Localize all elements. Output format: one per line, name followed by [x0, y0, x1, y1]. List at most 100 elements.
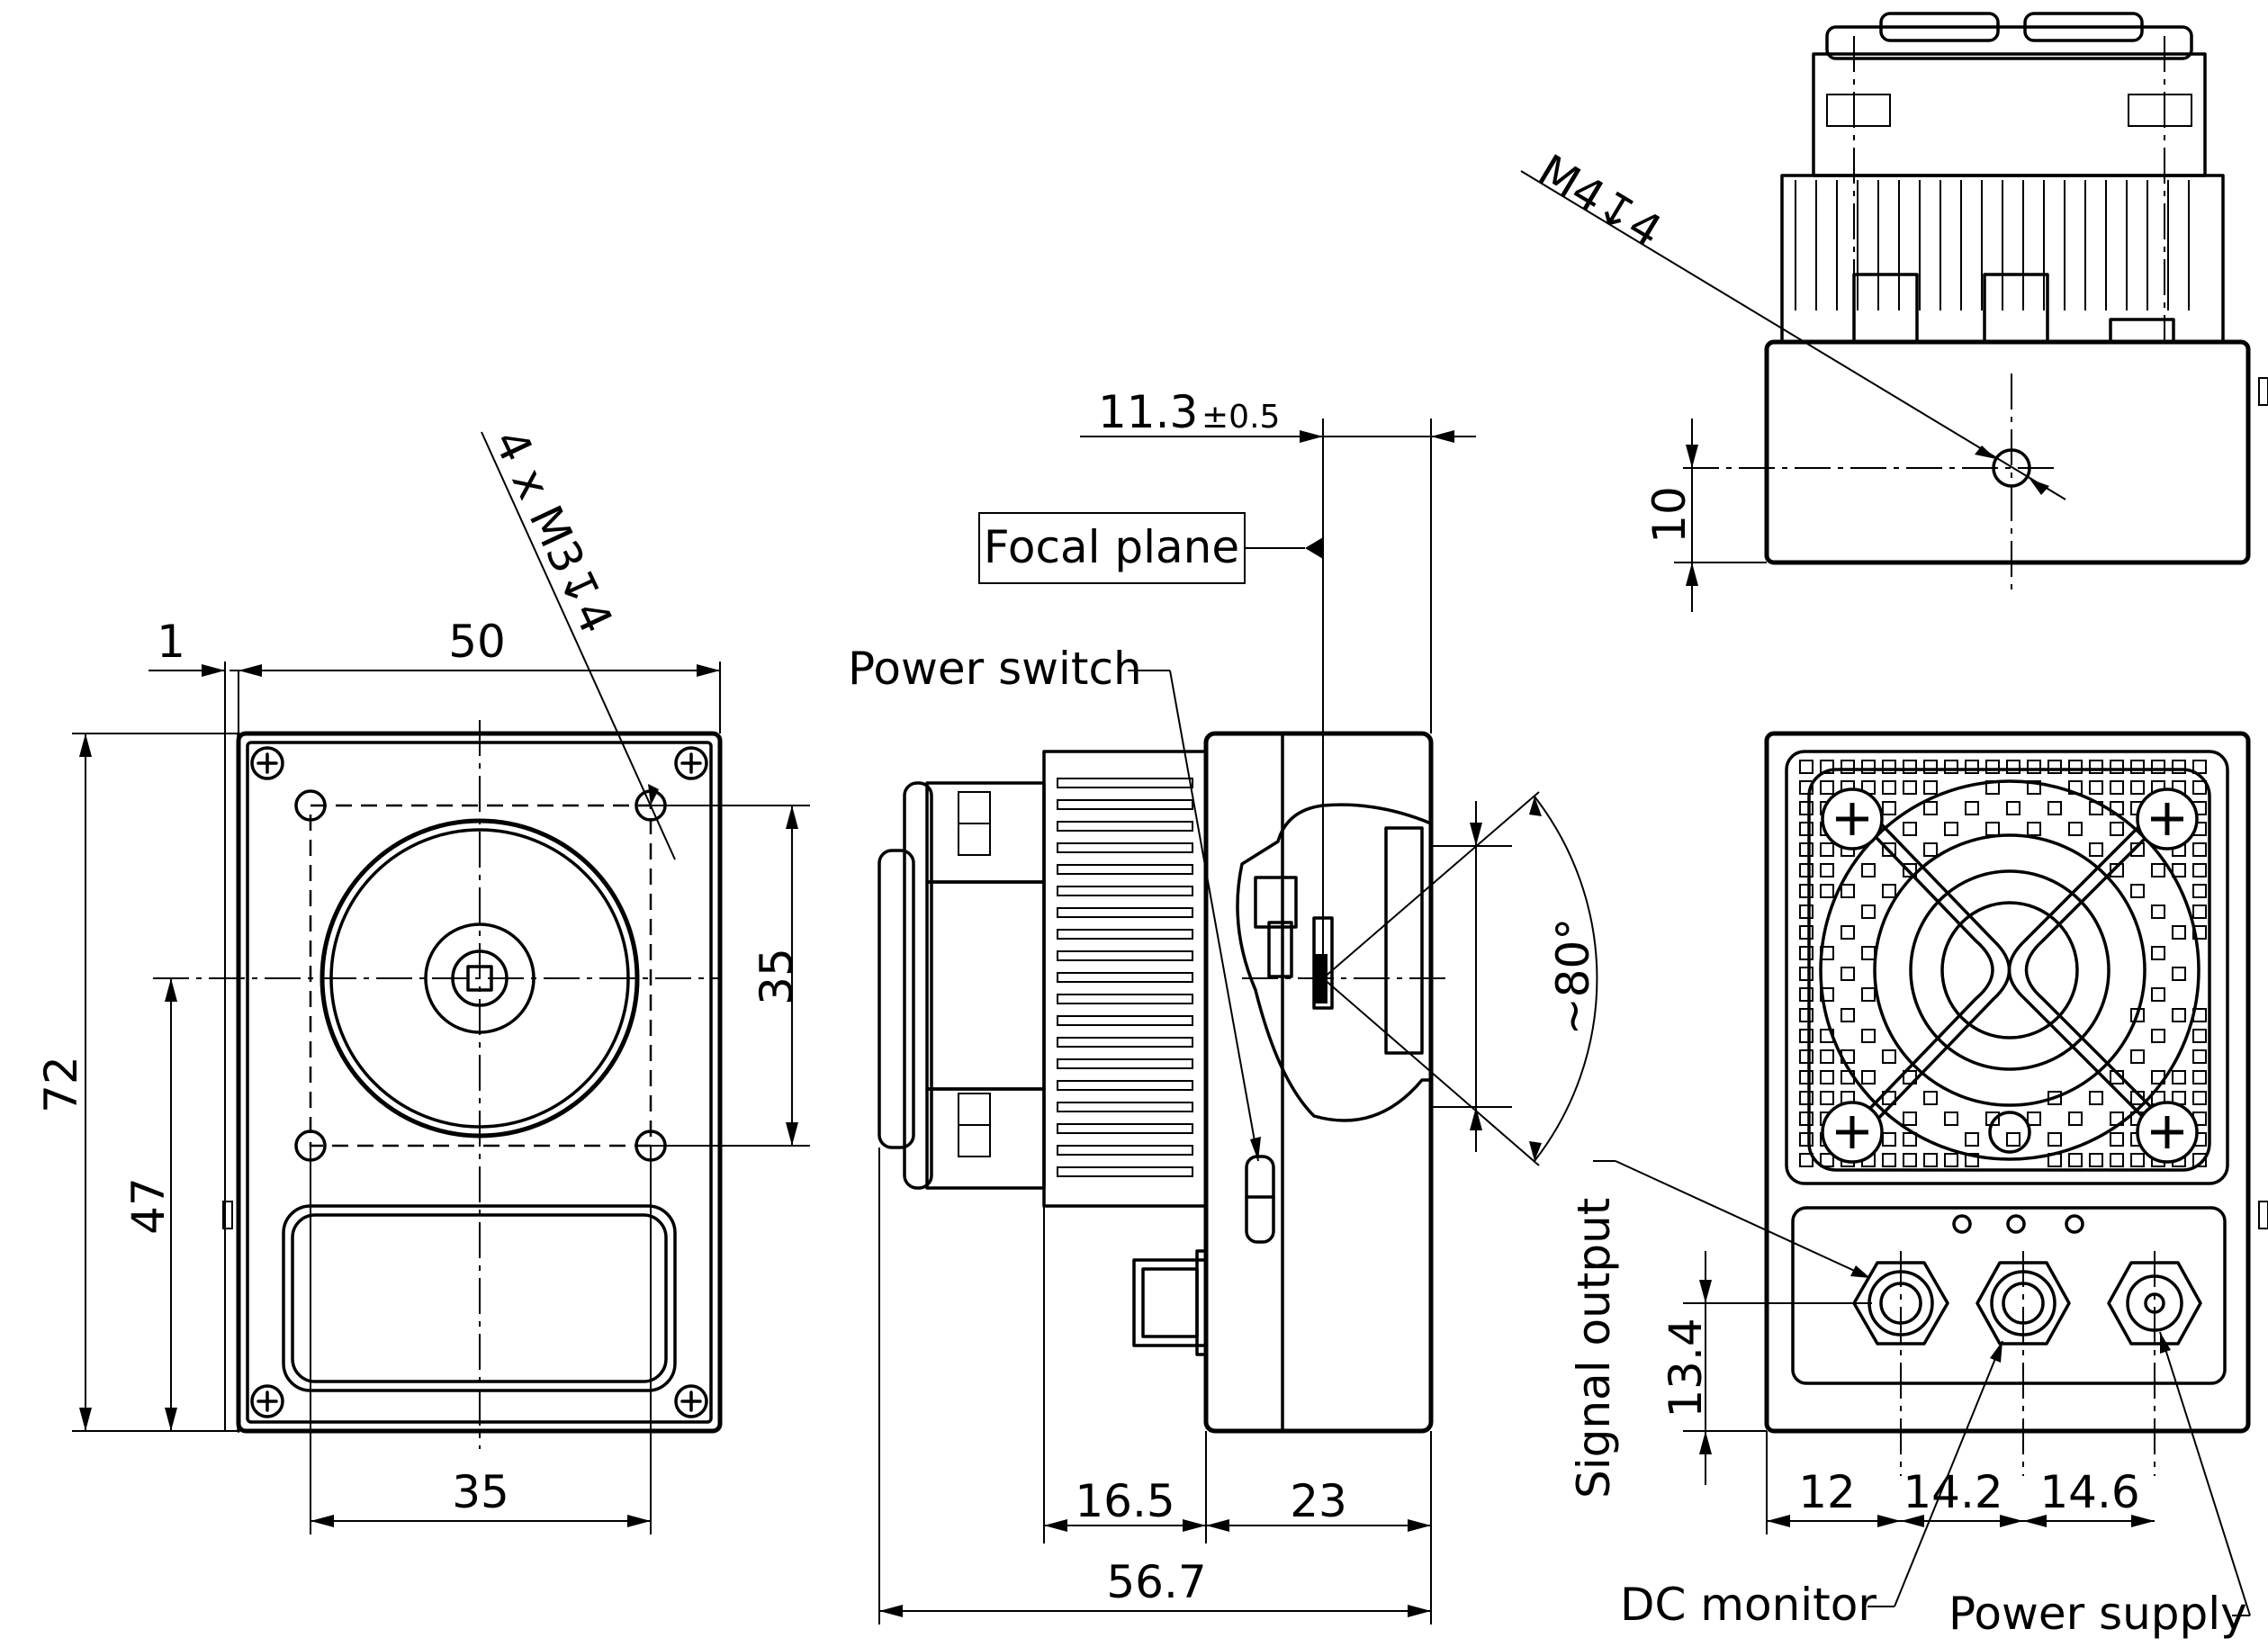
- fin-line: [1057, 1080, 1193, 1091]
- vent-cell: [1882, 1091, 1896, 1105]
- vent-cell: [2027, 760, 2041, 774]
- vent-cell: [2068, 822, 2083, 836]
- vent-cell: [2192, 780, 2207, 795]
- dim-front-width: 50: [448, 616, 506, 668]
- vent-cell: [1944, 1153, 1958, 1167]
- dim-focal-tolerance: ±0.5: [1202, 399, 1280, 436]
- vent-cell: [1965, 1132, 1979, 1147]
- vent-cell: [2110, 780, 2124, 795]
- side-view: [878, 731, 1449, 1434]
- fin-line: [1057, 994, 1193, 1004]
- dim-focal-offset: 11.3: [1098, 386, 1198, 438]
- vent-cell: [1903, 760, 1917, 774]
- vent-cell: [1923, 760, 1938, 774]
- vent-cell: [2006, 760, 2020, 774]
- vent-cell: [1882, 842, 1896, 857]
- signal-output-label: Signal output: [1568, 1198, 1620, 1498]
- top-hole-callout: M4↧4: [1529, 145, 1670, 258]
- front-view: [153, 720, 723, 1449]
- vent-cell: [1799, 1049, 1814, 1064]
- power-switch-label: Power switch: [848, 643, 1142, 695]
- vent-cell: [2027, 822, 2041, 836]
- vent-cell: [1799, 1153, 1814, 1167]
- vent-cell: [1903, 1132, 1917, 1147]
- vent-cell: [2151, 904, 2165, 919]
- vent-cell: [1923, 842, 1938, 857]
- vent-cell: [1799, 946, 1814, 960]
- dc-monitor-label: DC monitor: [1620, 1579, 1876, 1631]
- dim-front-hole-pitch-h: 35: [452, 1466, 509, 1518]
- vent-cell: [2089, 780, 2103, 795]
- vent-cell: [2192, 904, 2207, 919]
- vent-cell: [2048, 801, 2062, 815]
- vent-cell: [1903, 1153, 1917, 1167]
- top-view: [1683, 12, 2268, 594]
- vent-cell: [2192, 884, 2207, 898]
- fin-line: [1057, 950, 1193, 961]
- vent-cell: [1799, 1029, 1814, 1043]
- vent-cell: [1820, 842, 1834, 857]
- fan-guard-icon: [1852, 813, 2171, 1127]
- rear-view: [1764, 731, 2268, 1476]
- vent-cell: [2151, 760, 2165, 774]
- vent-cell: [2048, 760, 2062, 774]
- vent-cell: [2192, 842, 2207, 857]
- vent-cell: [2068, 1112, 2083, 1126]
- vent-cell: [1799, 904, 1814, 919]
- vent-cell: [2089, 1153, 2103, 1167]
- vent-cell: [2048, 1132, 2062, 1147]
- vent-cell: [1799, 1070, 1814, 1084]
- vent-cell: [1944, 1112, 1958, 1126]
- vent-cell: [1799, 1008, 1814, 1022]
- vent-cell: [1820, 780, 1834, 795]
- vent-cell: [1799, 967, 1814, 981]
- fin-line: [1057, 907, 1193, 918]
- vent-cell: [1882, 760, 1896, 774]
- fin-line: [1057, 1037, 1193, 1048]
- focal-plane-label: Focal plane: [984, 521, 1239, 573]
- side-dimensions: 11.3 ±0.5 Focal plane Power switch ~80°: [848, 386, 1599, 1624]
- vent-cell: [1965, 760, 1979, 774]
- fin-line: [1057, 929, 1193, 940]
- vent-cell: [1820, 760, 1834, 774]
- vent-cell: [2151, 1029, 2165, 1043]
- vent-cell: [2192, 1153, 2207, 1167]
- vent-cell: [1923, 1091, 1938, 1105]
- vent-cell: [2151, 863, 2165, 878]
- vent-cell: [1799, 760, 1814, 774]
- front-holes-callout: 4 x M3↧4: [483, 422, 623, 642]
- vent-cell: [1820, 1091, 1834, 1105]
- vent-cell: [2172, 925, 2186, 940]
- vent-cell: [1840, 760, 1855, 774]
- vent-cell: [1944, 822, 1958, 836]
- vent-cell: [2172, 1008, 2186, 1022]
- vent-cell: [2089, 1091, 2103, 1105]
- fin-line: [1057, 1102, 1193, 1112]
- vent-cell: [1903, 1112, 1917, 1126]
- vent-cell: [1861, 946, 1876, 960]
- vent-cell: [2192, 1049, 2207, 1064]
- vent-cell: [2068, 760, 2083, 774]
- fin-line: [1057, 972, 1193, 983]
- vent-cell: [2110, 1132, 2124, 1147]
- vent-cell: [1799, 987, 1814, 1002]
- dim-side-total: 56.7: [1106, 1556, 1206, 1608]
- vent-cell: [1799, 863, 1814, 878]
- vent-cell: [1965, 801, 1979, 815]
- vent-cell: [1985, 822, 2000, 836]
- vent-cell: [1820, 1070, 1834, 1084]
- vent-cell: [1882, 801, 1896, 815]
- screw-icon: [250, 746, 708, 1418]
- vent-cell: [1840, 884, 1855, 898]
- vent-cell: [2130, 842, 2145, 857]
- vent-cell: [1820, 1049, 1834, 1064]
- vent-cell: [2130, 760, 2145, 774]
- vent-cell: [1882, 884, 1896, 898]
- connector-icon: [1852, 273, 2175, 344]
- vent-cell: [1944, 760, 1958, 774]
- vent-cell: [2130, 884, 2145, 898]
- vent-cell: [2027, 1112, 2041, 1126]
- vent-cell: [2192, 1029, 2207, 1043]
- vent-cell: [2110, 760, 2124, 774]
